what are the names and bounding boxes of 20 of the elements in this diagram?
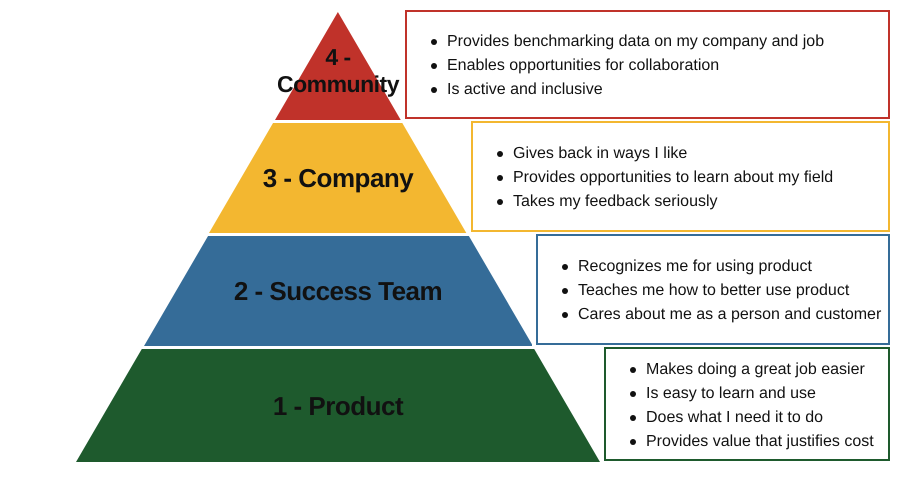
bullet-text: Teaches me how to better use product [578,281,850,301]
bullet-text: Makes doing a great job easier [646,360,865,380]
description-box [536,234,890,345]
bullet-text: Provides opportunities to learn about my field [513,168,834,188]
bullet-text: Is easy to learn and use [646,384,816,404]
bullet-text: Takes my feedback seriously [513,192,718,212]
bullet-text: Provides value that justifies cost [646,432,874,452]
description-box [604,347,890,461]
bullet-text: Gives back in ways I like [513,144,688,164]
description-box [405,10,890,119]
description-box [471,121,890,232]
layer-title: 3 - Company [262,163,414,193]
bullet-text: Provides benchmarking data on my company and job [447,32,824,52]
layer-title: 1 - Product [272,390,404,420]
layer-title: 2 - Success Team [232,276,444,306]
bullet-text: Does what I need it to do [646,408,823,428]
bullet-text: Enables opportunities for collaboration [447,56,720,76]
bullet-text: Cares about me as a person and customer [578,305,882,325]
bullet-text: Is active and inclusive [447,80,603,100]
bullet-text: Recognizes me for using product [578,257,812,277]
